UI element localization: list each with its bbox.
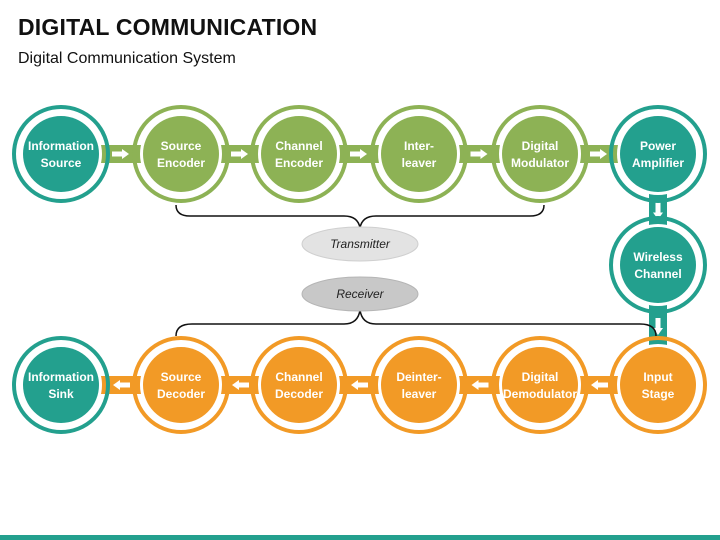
deinterleaver-circle [381, 347, 457, 423]
interleaver-label-line: leaver [402, 156, 437, 170]
bottom-arrow [591, 380, 608, 390]
digital-demodulator-circle [502, 347, 578, 423]
channel-decoder-label-line: Channel [275, 370, 322, 384]
wireless-channel-label-line: Wireless [633, 250, 683, 264]
information-sink-label-line: Sink [48, 387, 74, 401]
wireless-channel-label-line: Channel [634, 267, 681, 281]
power-amplifier-outer-ring [609, 105, 707, 203]
input-stage-label-line: Stage [642, 387, 675, 401]
bottom-arrow [232, 380, 249, 390]
wireless-channel-circle [620, 227, 696, 303]
channel-encoder-label-line: Encoder [275, 156, 323, 170]
input-stage-circle [620, 347, 696, 423]
digital-demodulator-label-line: Digital [522, 370, 559, 384]
digital-modulator-label-line: Modulator [511, 156, 569, 170]
interleaver-node: Inter-leaver [370, 105, 468, 203]
channel-encoder-outer-ring [250, 105, 348, 203]
wireless-channel-outer-ring [609, 216, 707, 314]
channel-decoder-circle [261, 347, 337, 423]
top-arrow [231, 149, 248, 159]
information-sink-outer-ring [12, 336, 110, 434]
digital-modulator-circle [502, 116, 578, 192]
information-sink-label-line: Information [28, 370, 94, 384]
interleaver-circle [381, 116, 457, 192]
page-title: DIGITAL COMMUNICATION [18, 14, 318, 40]
source-encoder-label-line: Encoder [157, 156, 205, 170]
transmitter-brace [175, 204, 545, 229]
top-arrow [112, 149, 129, 159]
top-arrow [470, 149, 488, 159]
source-encoder-label-line: Source [161, 139, 202, 153]
bottom-arrow [471, 380, 489, 390]
channel-encoder-circle [261, 116, 337, 192]
deinterleaver-outer-ring [370, 336, 468, 434]
input-stage-outer-ring [609, 336, 707, 434]
receiver-oval [301, 276, 419, 312]
interleaver-label-line: Inter- [404, 139, 434, 153]
power-amplifier-label-line: Amplifier [632, 156, 684, 170]
source-encoder-outer-ring [132, 105, 230, 203]
node-layer: InformationSourceSourceEncoderChannelEnc… [12, 105, 707, 434]
information-sink-circle [23, 347, 99, 423]
channel-encoder-label-line: Channel [275, 139, 322, 153]
channel-decoder-label-line: Decoder [275, 387, 323, 401]
input-stage-label-line: Input [643, 370, 672, 384]
information-source-label-line: Information [28, 139, 94, 153]
top-arrow [350, 149, 367, 159]
deinterleaver-node: Deinter-leaver [370, 336, 468, 434]
top-arrow [590, 149, 607, 159]
connector-layer [101, 145, 667, 394]
page-subtitle: Digital Communication System [18, 50, 236, 67]
information-source-outer-ring [12, 105, 110, 203]
digital-demodulator-outer-ring [491, 336, 589, 434]
source-encoder-circle [143, 116, 219, 192]
transmitter-oval [301, 226, 419, 262]
receiver-group-label: Receiver [301, 276, 419, 312]
channel-decoder-outer-ring [250, 336, 348, 434]
digital-modulator-outer-ring [491, 105, 589, 203]
transmitter-label: Transmitter [330, 237, 391, 251]
down-arrow [653, 318, 663, 335]
transmitter-group-label: Transmitter [301, 226, 419, 262]
source-decoder-label-line: Source [161, 370, 202, 384]
information-source-circle [23, 116, 99, 192]
bottom-arrow [351, 380, 368, 390]
power-amplifier-circle [620, 116, 696, 192]
source-decoder-label-line: Decoder [157, 387, 205, 401]
source-decoder-circle [143, 347, 219, 423]
bottom-arrow [113, 380, 130, 390]
receiver-brace [175, 309, 657, 337]
digital-demodulator-label-line: Demodulator [503, 387, 577, 401]
deinterleaver-label-line: leaver [402, 387, 437, 401]
source-decoder-outer-ring [132, 336, 230, 434]
brace-layer [175, 204, 657, 337]
deinterleaver-label-line: Deinter- [396, 370, 441, 384]
power-amplifier-label-line: Power [640, 139, 676, 153]
bottom-accent-bar [0, 535, 720, 540]
information-source-label-line: Source [41, 156, 82, 170]
receiver-label: Receiver [336, 287, 384, 301]
digital-modulator-label-line: Digital [522, 139, 559, 153]
interleaver-outer-ring [370, 105, 468, 203]
